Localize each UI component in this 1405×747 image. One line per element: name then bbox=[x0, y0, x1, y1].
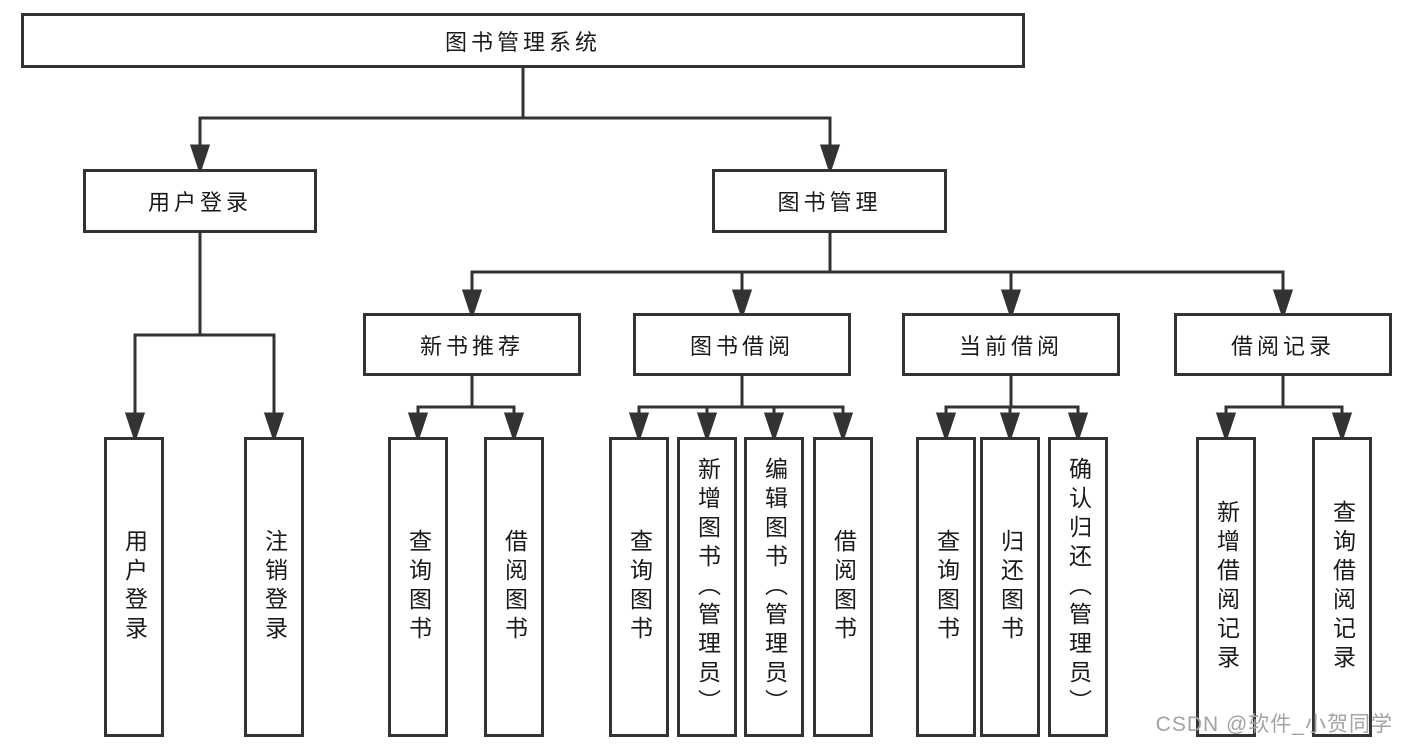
leaf-label: 借阅图书 bbox=[830, 529, 857, 645]
leaf-query-books: 查询图书 bbox=[388, 437, 448, 737]
leaf-return-books: 归还图书 bbox=[980, 437, 1040, 737]
connector-user-login-to-leaves bbox=[124, 233, 285, 443]
leaf-label: 注销登录 bbox=[261, 529, 288, 645]
leaf-query-books: 查询图书 bbox=[916, 437, 976, 737]
leaf-label: 新增图书（管理员） bbox=[694, 456, 721, 718]
node-book-borrow: 图书借阅 bbox=[633, 313, 851, 376]
leaf-confirm-return-admin: 确认归还（管理员） bbox=[1048, 437, 1108, 737]
leaf-query-borrow-record: 查询借阅记录 bbox=[1312, 437, 1372, 737]
leaf-label: 查询图书 bbox=[626, 529, 653, 645]
connector-book-management-to-level3 bbox=[461, 233, 1294, 320]
connector-borrow-record-to-leaves bbox=[1215, 376, 1353, 443]
node-label: 图书管理 bbox=[777, 190, 882, 215]
leaf-label: 归还图书 bbox=[997, 529, 1024, 645]
node-label: 图书管理系统 bbox=[444, 29, 601, 55]
leaf-label: 新增借阅记录 bbox=[1213, 500, 1240, 674]
node-label: 当前借阅 bbox=[958, 333, 1063, 359]
node-current-borrow: 当前借阅 bbox=[902, 313, 1120, 376]
connector-book-borrow-to-leaves bbox=[628, 376, 854, 443]
leaf-label: 查询图书 bbox=[405, 529, 432, 645]
leaf-add-book-admin: 新增图书（管理员） bbox=[677, 437, 737, 737]
csdn-watermark: CSDN @软件_小贺同学 bbox=[1155, 713, 1393, 736]
node-label: 用户登录 bbox=[147, 190, 252, 215]
leaf-edit-book-admin: 编辑图书（管理员） bbox=[744, 437, 804, 737]
node-borrow-record: 借阅记录 bbox=[1174, 313, 1392, 376]
node-library-management-system: 图书管理系统 bbox=[21, 13, 1025, 68]
leaf-borrow-books: 借阅图书 bbox=[484, 437, 544, 737]
leaf-label: 确认归还（管理员） bbox=[1065, 456, 1092, 718]
node-book-management: 图书管理 bbox=[712, 169, 947, 233]
connector-root-to-level2 bbox=[189, 68, 841, 175]
node-label: 借阅记录 bbox=[1230, 333, 1335, 359]
leaf-add-borrow-record: 新增借阅记录 bbox=[1196, 437, 1256, 737]
connector-current-borrow-to-leaves bbox=[935, 376, 1089, 443]
leaf-label: 借阅图书 bbox=[501, 529, 528, 645]
connector-new-book-recommend-to-leaves bbox=[407, 376, 525, 443]
leaf-label: 查询借阅记录 bbox=[1329, 500, 1356, 674]
leaf-label: 查询图书 bbox=[933, 529, 960, 645]
leaf-user-login: 用户登录 bbox=[104, 437, 164, 737]
node-user-login: 用户登录 bbox=[83, 169, 317, 233]
leaf-label: 用户登录 bbox=[121, 529, 148, 645]
node-label: 图书借阅 bbox=[689, 333, 794, 359]
leaf-borrow-books: 借阅图书 bbox=[813, 437, 873, 737]
leaf-label: 编辑图书（管理员） bbox=[761, 456, 788, 718]
node-new-book-recommend: 新书推荐 bbox=[363, 313, 581, 376]
node-label: 新书推荐 bbox=[419, 333, 524, 359]
leaf-query-books: 查询图书 bbox=[609, 437, 669, 737]
leaf-logout: 注销登录 bbox=[244, 437, 304, 737]
